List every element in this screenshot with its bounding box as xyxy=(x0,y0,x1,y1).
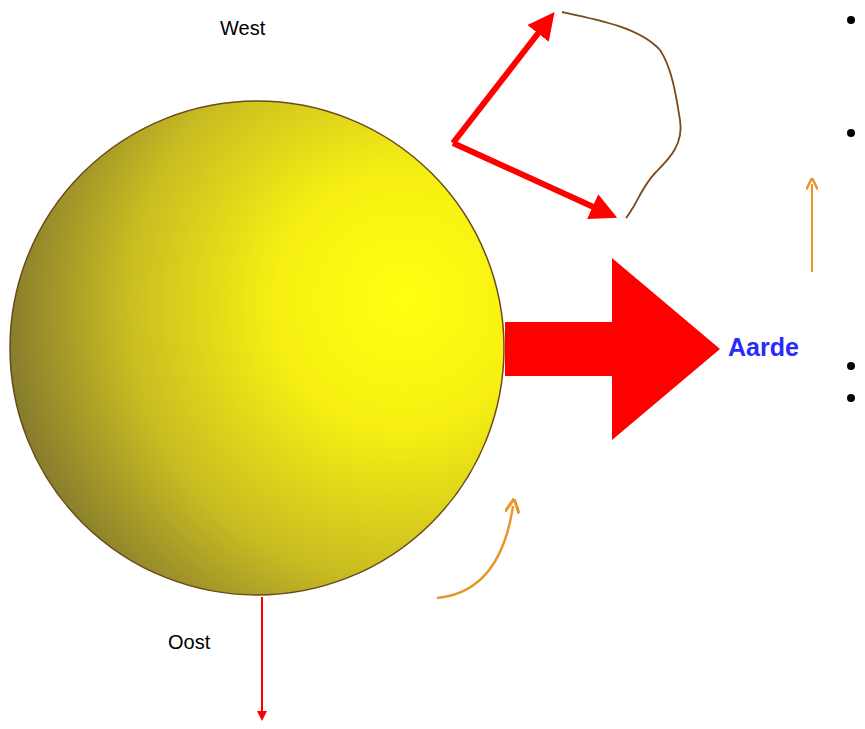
sun-sphere xyxy=(10,101,504,595)
vector-arrow xyxy=(453,143,600,210)
east-arrow xyxy=(261,597,263,716)
bullet-mark xyxy=(847,16,855,24)
rotation-arrow xyxy=(811,184,813,272)
bullet-mark xyxy=(847,362,855,370)
hand-drawn-curve xyxy=(562,12,681,218)
bullet-mark xyxy=(847,129,855,137)
rotation-arrow xyxy=(437,506,513,598)
vector-arrow xyxy=(453,27,543,143)
bullet-mark xyxy=(847,394,855,402)
planet-label: Aarde xyxy=(728,332,799,362)
radiation-arrow xyxy=(505,258,720,440)
direction-label: Oost xyxy=(168,630,210,654)
direction-label: West xyxy=(220,16,265,40)
